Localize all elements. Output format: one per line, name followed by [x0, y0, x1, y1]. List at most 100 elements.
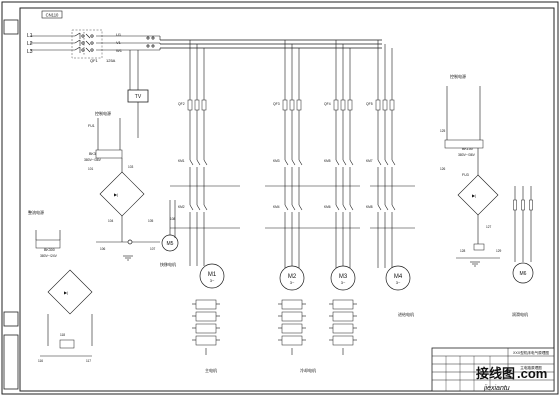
- motor-label: M1: [208, 272, 217, 278]
- breaker-contact: [74, 39, 81, 44]
- branch-contactor-label: KM1: [178, 159, 185, 163]
- motor-symbol: [199, 263, 225, 289]
- contactor-contact: [335, 204, 340, 211]
- switch-terminal: [146, 44, 150, 48]
- phase-l3: L3: [27, 49, 33, 55]
- ctrl-transformer: [444, 139, 484, 149]
- main-breaker-rating: 125A: [106, 58, 116, 63]
- branch-breaker: [282, 99, 288, 111]
- terminal-label: 126: [440, 167, 446, 171]
- title-block-frame: [431, 347, 555, 392]
- diode-symbol: ▶|: [64, 290, 68, 295]
- ctrl-transformer: [35, 239, 61, 249]
- contactor-contact: [298, 159, 303, 166]
- contactor-contact: [291, 159, 296, 166]
- breaker-blade: [85, 33, 91, 39]
- branch-breaker: [382, 99, 388, 111]
- caption-feed-motor: 进给电机: [398, 311, 414, 317]
- contactor-contact: [291, 204, 296, 211]
- control-right-title: 控制电源: [450, 73, 466, 79]
- thermal-relay-block: [332, 299, 354, 310]
- branch-contactor-label: KM3: [273, 159, 280, 163]
- branch-breaker: [389, 99, 395, 111]
- terminal-label: 129: [496, 249, 502, 253]
- contactor-contact: [189, 159, 194, 166]
- motor-sub-label: 3~: [210, 278, 215, 283]
- branch-breaker-label: QF2: [178, 102, 185, 106]
- sheet-stamp: CN110: [46, 13, 59, 18]
- rectifier-bridge: [47, 269, 93, 315]
- branch-contactor-label: KM7: [366, 159, 373, 163]
- contactor-contact: [335, 159, 340, 166]
- branch-breaker-label: QF4: [324, 102, 331, 106]
- relay-coil: [473, 243, 485, 251]
- control-right-fuse: FU3: [462, 173, 469, 177]
- breaker-blade: [85, 40, 91, 46]
- motor-sub-label: 3~: [290, 280, 295, 285]
- watermark: 接线图 .com jiexiantu: [476, 366, 547, 392]
- control-left-title: 控制电源: [95, 110, 111, 116]
- branch-breaker: [187, 99, 193, 111]
- motor-label: M6: [520, 271, 527, 277]
- branch-contactor-label: KM2: [178, 205, 185, 209]
- breaker-terminal: [90, 48, 94, 52]
- diode-symbol: ▶|: [114, 192, 118, 197]
- watermark-domain: .com: [517, 366, 547, 381]
- thermal-relay-block: [332, 311, 354, 322]
- diode-symbol: ▶|: [472, 193, 476, 198]
- motor-fuse: [529, 199, 533, 211]
- title-block: XXX型机床电气原理图 主电路原理图: [431, 347, 555, 392]
- margin-strip: [3, 334, 19, 390]
- branch-contactor-label: KM4: [273, 205, 280, 209]
- bus-label-v1: V1: [116, 40, 122, 45]
- sheet-stamp-box: [41, 10, 63, 19]
- contactor-contact: [391, 159, 396, 166]
- resistor-block: [59, 339, 75, 349]
- contactor-contact: [391, 204, 396, 211]
- control-right-transformer: BK150: [462, 147, 473, 151]
- contactor-contact: [196, 204, 201, 211]
- thermal-relay-block: [332, 335, 354, 346]
- thermal-relay-block: [281, 335, 303, 346]
- terminal-label: 117: [86, 359, 91, 363]
- contactor-contact: [384, 204, 389, 211]
- contactor-contact: [377, 204, 382, 211]
- branch-contactor-label: KM8: [366, 205, 373, 209]
- watermark-url: jiexiantu: [483, 385, 510, 392]
- branch-breaker: [194, 99, 200, 111]
- control-bottom-transformer: BK300: [44, 248, 55, 252]
- thermal-relay-block: [195, 323, 217, 334]
- title-block-title: XXX型机床电气原理图: [513, 350, 549, 355]
- motor-symbol: [385, 265, 411, 291]
- margin-box-top: [3, 19, 19, 35]
- breaker-contact: [74, 46, 81, 51]
- motor-sub-label: 3~: [341, 280, 346, 285]
- contactor-contact: [284, 159, 289, 166]
- caption-rapid-motor: 快移电机: [160, 261, 176, 267]
- thermal-relay-block: [195, 299, 217, 310]
- terminal-label: 128: [460, 249, 466, 253]
- contactor-contact: [284, 204, 289, 211]
- terminal-label: 125: [440, 129, 446, 133]
- breaker-frame: [71, 29, 103, 59]
- terminal-label: 105: [148, 219, 154, 223]
- branch-contactor-label: KM6: [324, 205, 331, 209]
- branch-breaker: [375, 99, 381, 111]
- inner-frame: [19, 7, 555, 392]
- motor-label: M4: [394, 274, 403, 280]
- thermal-relay-block: [195, 335, 217, 346]
- caption-main-motor: 主电机: [205, 367, 217, 373]
- thermal-relay-block: [332, 323, 354, 334]
- tv-transformer-label: TV: [135, 94, 142, 100]
- breaker-terminal: [90, 41, 94, 45]
- branch-breaker-label: QF3: [273, 102, 280, 106]
- branch-breaker: [340, 99, 346, 111]
- motor-label: M5: [167, 241, 174, 247]
- switch-terminal: [151, 44, 155, 48]
- branch-breaker: [201, 99, 207, 111]
- motor-label: M3: [339, 274, 348, 280]
- control-right-voltage: 380V~/36V: [458, 153, 476, 157]
- terminal-label: 101: [88, 167, 94, 171]
- motor-fuse: [513, 199, 517, 211]
- control-bottom-voltage: 380V~/24V: [40, 254, 58, 258]
